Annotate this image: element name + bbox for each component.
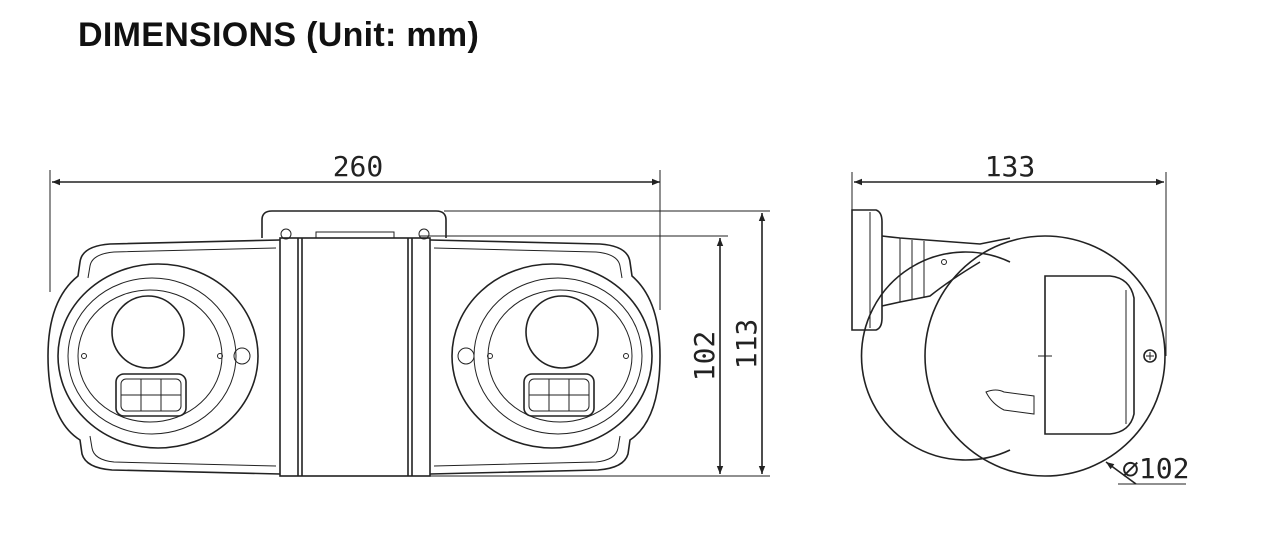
right-camera-module xyxy=(429,239,661,475)
mount-bracket xyxy=(261,210,447,238)
right-ir-window xyxy=(523,373,595,417)
front-view: 260 102 113 xyxy=(47,150,770,477)
side-lens-housing xyxy=(1044,275,1135,435)
left-indicator xyxy=(233,347,251,365)
diameter-leader xyxy=(1105,461,1137,485)
side-dome-inner xyxy=(860,251,1011,461)
side-view: 133 ∅102 xyxy=(851,150,1189,485)
diameter-label: ∅102 xyxy=(1122,452,1189,485)
left-camera-module xyxy=(47,239,281,475)
side-screw-icon xyxy=(1143,349,1157,363)
body-height-label: 102 xyxy=(688,331,721,382)
page-title: DIMENSIONS (Unit: mm) xyxy=(78,16,480,54)
depth-label: 133 xyxy=(985,150,1036,183)
bracket-screw-right xyxy=(418,228,430,240)
side-dome-body xyxy=(924,235,1166,477)
wall-plate xyxy=(851,209,883,331)
mount-arm xyxy=(881,235,1011,245)
bracket-screw-left xyxy=(280,228,292,240)
width-label: 260 xyxy=(333,150,384,183)
center-column xyxy=(279,237,431,477)
left-lens xyxy=(111,295,185,369)
right-indicator xyxy=(457,347,475,365)
bracket-slot xyxy=(315,231,395,239)
left-ir-window xyxy=(115,373,187,417)
side-sun-shield xyxy=(985,389,1035,415)
right-lens xyxy=(525,295,599,369)
overall-height-label: 113 xyxy=(730,319,763,370)
